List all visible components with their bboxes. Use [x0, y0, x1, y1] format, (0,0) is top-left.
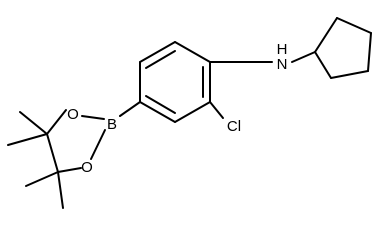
molecule-drawing: N H Cl B O O — [7, 17, 372, 209]
pinacol-boronate — [7, 101, 141, 209]
nitrogen-label: N — [277, 56, 288, 73]
hydrogen-label: H — [277, 41, 288, 58]
atom-label-nh: N H — [277, 41, 288, 73]
structure-canvas: N H Cl B O O — [7, 17, 372, 209]
cyclopentyl-ring — [314, 17, 372, 79]
chlorine-label: Cl — [227, 118, 241, 135]
oxygen-label-bottom: O — [81, 159, 93, 176]
boron-label: B — [107, 116, 117, 133]
chloro-substituent — [209, 101, 224, 119]
benzene-ring — [139, 41, 211, 123]
oxygen-label-top: O — [67, 106, 79, 123]
amine-linker — [209, 51, 316, 63]
